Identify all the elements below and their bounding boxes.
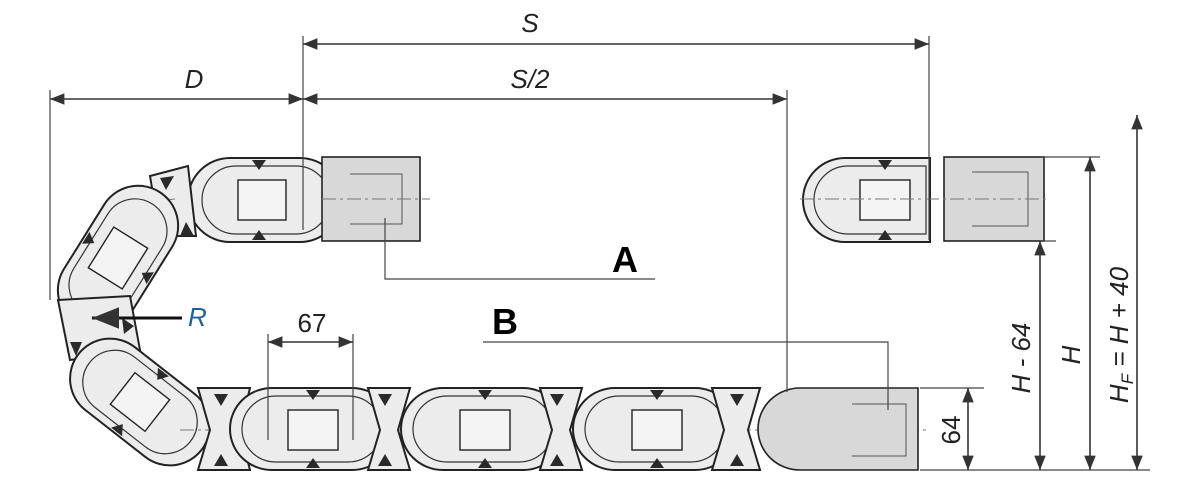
dimension-lines [49, 36, 1150, 471]
label-pitch-67: 67 [298, 308, 327, 338]
label-R: R [188, 302, 207, 332]
label-D: D [185, 64, 204, 94]
label-S-half: S/2 [510, 64, 550, 94]
label-HF-sub: F [1118, 372, 1137, 384]
label-B: B [492, 301, 518, 342]
leader-lines [92, 218, 889, 410]
label-HF: HF = H + 40 [1104, 266, 1137, 403]
chain-curve-section [56, 184, 211, 467]
label-H: H [1056, 345, 1086, 364]
label-A: A [612, 239, 638, 280]
label-H-minus-64: H - 64 [1006, 323, 1036, 394]
label-64: 64 [936, 416, 966, 445]
upper-right-chain [800, 156, 1050, 243]
label-HF-rest: = H + 40 [1104, 266, 1134, 373]
lower-chain-run [180, 387, 930, 471]
label-HF-main: H [1104, 384, 1134, 403]
label-S: S [521, 8, 539, 38]
upper-left-end-bracket [321, 156, 430, 242]
